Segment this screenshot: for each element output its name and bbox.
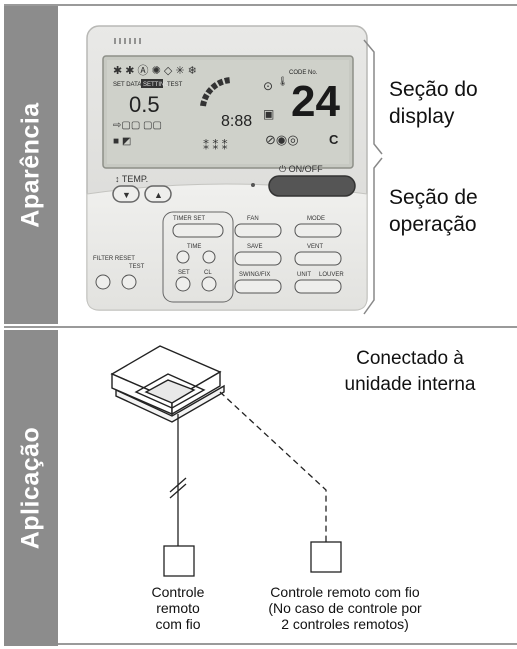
test-button-label: TEST <box>129 264 145 270</box>
indoor-callout-line-1: Conectado à <box>356 348 464 369</box>
lcd-setdata-label: SET DATA <box>113 82 141 88</box>
application-diagram <box>110 345 342 577</box>
temp-down-button[interactable] <box>112 185 140 203</box>
mode-button[interactable] <box>294 223 342 238</box>
fan-label: FAN <box>247 216 259 222</box>
lcd-mode-icons: ⊘◉◎ <box>265 132 299 147</box>
left-remote-caption: Controle remoto com fio <box>138 584 218 632</box>
fan-button[interactable] <box>234 223 282 238</box>
lcd-temperature-digits: 24 <box>291 77 340 126</box>
time-down-button[interactable] <box>176 250 190 264</box>
swing-label: SWING/FIX <box>239 272 270 278</box>
lcd-schedule-icon: ▣ <box>263 107 274 121</box>
time-up-button[interactable] <box>202 250 216 264</box>
left-caption-line-2: remoto <box>156 600 200 616</box>
appearance-section <box>4 4 517 326</box>
left-caption-line-1: Controle <box>151 584 205 600</box>
section-bottom-rule <box>4 643 517 645</box>
wire-right-remote <box>219 391 327 542</box>
right-remote-caption: Controle remoto com fio (No caso de cont… <box>250 584 440 632</box>
operation-callout-line-2: operação <box>389 213 477 236</box>
operation-panel <box>86 183 368 311</box>
application-section <box>4 326 517 645</box>
section-brackets <box>363 39 383 315</box>
lcd-code-label: CODE No. <box>289 70 318 76</box>
application-tab-label: Aplicação <box>16 426 45 550</box>
unit-louver-button[interactable] <box>294 279 342 294</box>
indoor-callout-line-2: unidade interna <box>344 374 476 395</box>
temp-down-icon: ▼ <box>122 190 131 200</box>
appearance-tab-label: Aparência <box>16 102 45 228</box>
set-button[interactable] <box>175 276 191 292</box>
wire-break-mark-2 <box>169 483 187 499</box>
lcd-setting-label: SETTING <box>143 82 169 88</box>
mode-label: MODE <box>307 216 325 222</box>
display-section-callout: Seção do display <box>389 76 478 130</box>
display-bracket <box>363 39 383 155</box>
application-tab: Aplicação <box>4 330 58 646</box>
indicator-light <box>251 183 255 187</box>
vent-label: VENT <box>307 244 323 250</box>
appearance-tab: Aparência <box>4 6 58 324</box>
lcd-clock-icon: ⊙ <box>263 79 273 93</box>
operation-bracket <box>363 157 383 315</box>
lcd-filter-icon: ■ ◩ <box>113 136 131 147</box>
timer-set-button[interactable] <box>172 223 224 238</box>
timer-set-label: TIMER SET <box>173 216 205 222</box>
time-label: TIME <box>187 244 201 250</box>
lcd-thermometer-icon: 🌡 <box>277 76 288 86</box>
swing-button[interactable] <box>234 279 282 294</box>
operation-section-callout: Seção de operação <box>389 184 478 238</box>
lcd-display: ✱ ✱ Ⓐ ✺ ◇ ✳ ❄ SET DATA SETTING TEST 0.5 … <box>102 55 354 169</box>
on-off-button[interactable] <box>268 175 356 197</box>
cl-label: CL <box>204 270 212 276</box>
lcd-temp-unit: C <box>329 132 339 147</box>
filter-reset-button[interactable] <box>95 274 111 290</box>
right-caption-line-1: Controle remoto com fio <box>270 584 420 600</box>
lcd-fan-arc <box>200 77 232 107</box>
lcd-timer-digits: 8:88 <box>221 113 252 130</box>
lcd-arrow-icon: ⇨▢▢ ▢▢ <box>113 120 162 131</box>
test-button[interactable] <box>121 274 137 290</box>
temp-up-button[interactable] <box>144 185 172 203</box>
right-remote-box <box>310 541 342 573</box>
unit-label: UNIT <box>297 272 311 278</box>
remote-controller: ✱ ✱ Ⓐ ✺ ◇ ✳ ❄ SET DATA SETTING TEST 0.5 … <box>86 25 368 311</box>
wire-break-mark-1 <box>169 477 187 493</box>
right-caption-line-2: (No caso de controle por <box>268 600 422 616</box>
temp-up-icon: ▲ <box>154 190 163 200</box>
left-caption-line-3: com fio <box>155 616 201 632</box>
lcd-swing-icons: ⁑ ⁑ ⁑ <box>203 139 228 153</box>
operation-callout-line-1: Seção de <box>389 186 478 209</box>
lcd-status-icons: ✱ ✱ Ⓐ ✺ ◇ ✳ ❄ <box>113 64 197 77</box>
section-top-rule <box>4 4 517 6</box>
set-label: SET <box>178 270 190 276</box>
indoor-unit-callout: Conectado à unidade interna <box>330 346 490 398</box>
louver-label: LOUVER <box>319 272 344 278</box>
display-callout-line-1: Seção do <box>389 78 478 101</box>
cl-button[interactable] <box>201 276 217 292</box>
timer-group-frame <box>162 211 234 303</box>
power-label: ⏻ ON/OFF <box>279 164 323 174</box>
section-divider-rule <box>4 326 517 328</box>
indoor-cassette-unit <box>110 345 225 423</box>
filter-reset-label: FILTER RESET <box>93 256 135 262</box>
display-callout-line-2: display <box>389 105 455 128</box>
right-caption-line-3: 2 controles remotos) <box>281 616 409 632</box>
vent-button[interactable] <box>294 251 342 266</box>
save-button[interactable] <box>234 251 282 266</box>
save-label: SAVE <box>247 244 263 250</box>
left-remote-box <box>163 545 195 577</box>
temp-label: ↕ TEMP. <box>115 174 148 184</box>
lcd-test-label: TEST <box>167 82 183 88</box>
lcd-setting-digits: 0.5 <box>129 92 160 117</box>
vent-slits <box>114 38 141 44</box>
